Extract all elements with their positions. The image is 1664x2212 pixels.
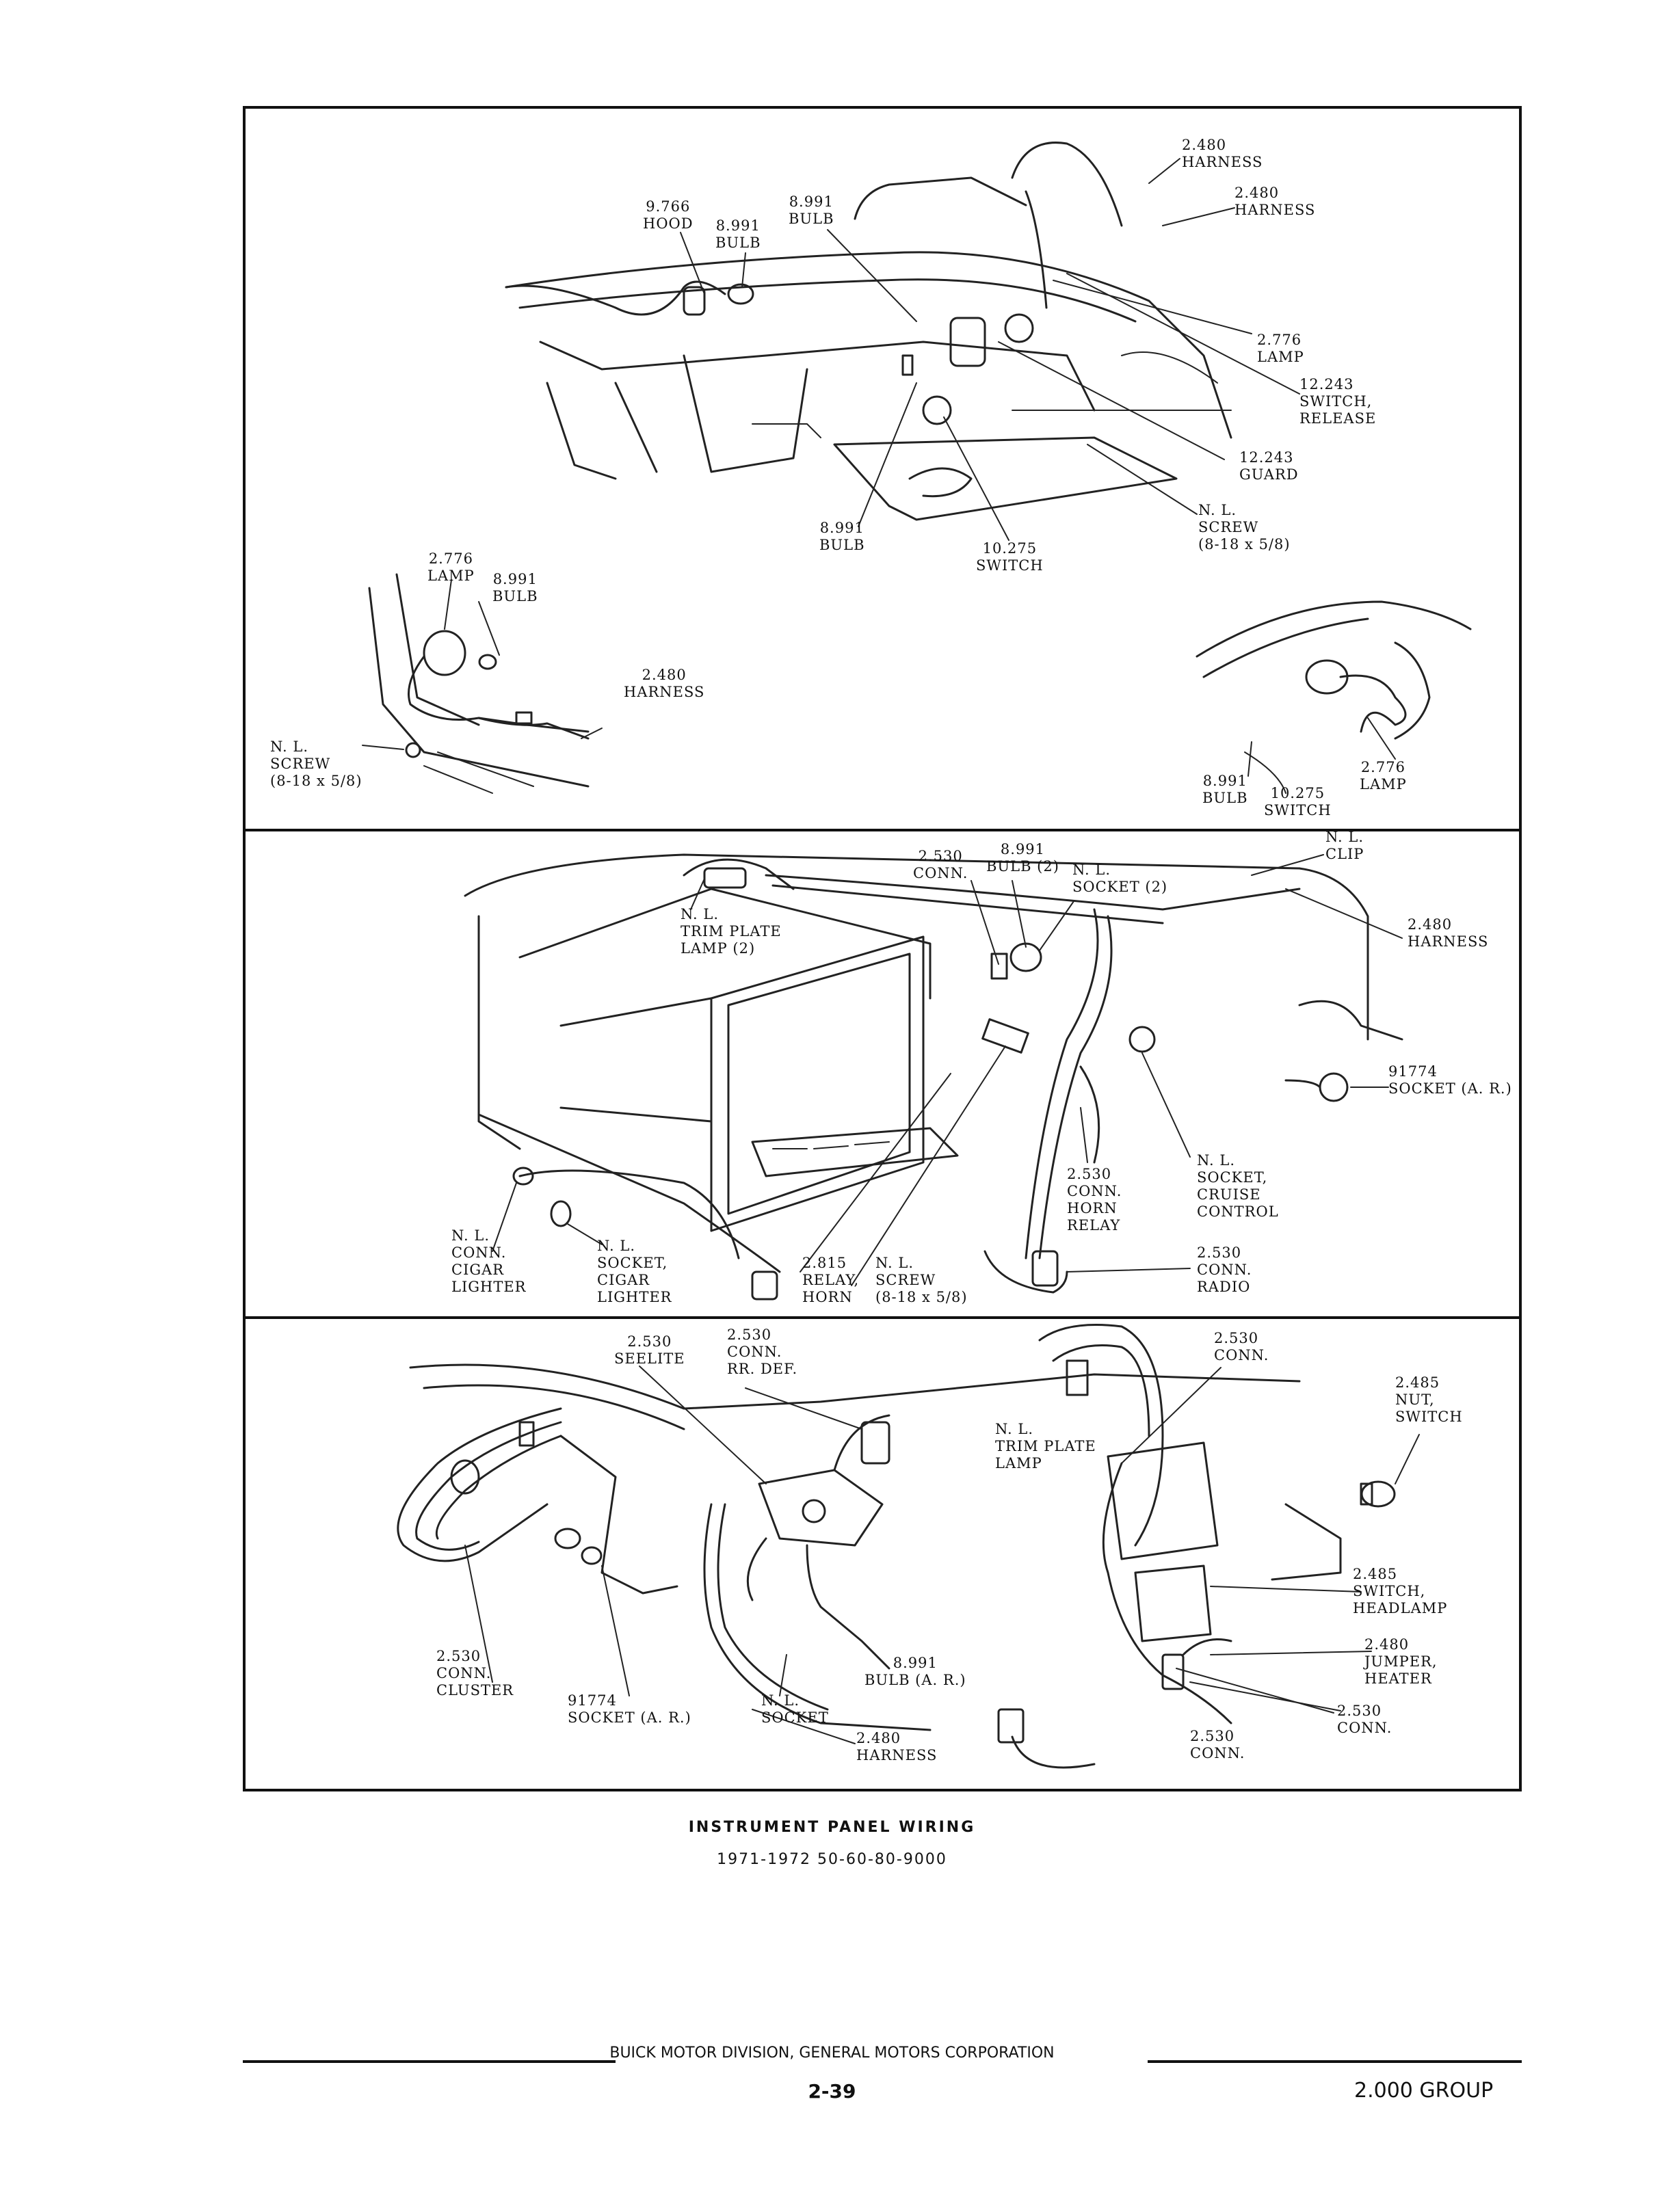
figure-title: INSTRUMENT PANEL WIRING (688, 1819, 976, 1836)
group-label: 2.000 GROUP (1354, 2079, 1494, 2103)
label-screw-c: N. L.SCREW(8-18 x 5/8) (875, 1255, 968, 1305)
footer-rule-right (1148, 2060, 1522, 2063)
figure-frame (243, 106, 1522, 1791)
footer-rule-left (243, 2060, 616, 2063)
middle-panel-art (464, 853, 1403, 1301)
label-screw-a: N. L.SCREW(8-18 x 5/8) (1198, 502, 1291, 552)
page-number: 2-39 (808, 2080, 856, 2103)
panel-divider-1 (243, 829, 1522, 831)
label-socket-2: N. L.SOCKET (2) (1072, 862, 1168, 895)
panel-divider-2 (243, 1316, 1522, 1319)
bottom-panel-art (397, 1324, 1420, 1769)
top-panel-art (362, 142, 1472, 794)
label-clip: N. L.CLIP (1325, 829, 1364, 862)
footer-division: BUICK MOTOR DIVISION, GENERAL MOTORS COR… (609, 2044, 1055, 2062)
figure-subtitle: 1971-1972 50-60-80-9000 (717, 1851, 947, 1868)
label-screw-b: N. L.SCREW(8-18 x 5/8) (270, 738, 362, 789)
label-socket-nl: N. L.SOCKET (761, 1692, 829, 1726)
